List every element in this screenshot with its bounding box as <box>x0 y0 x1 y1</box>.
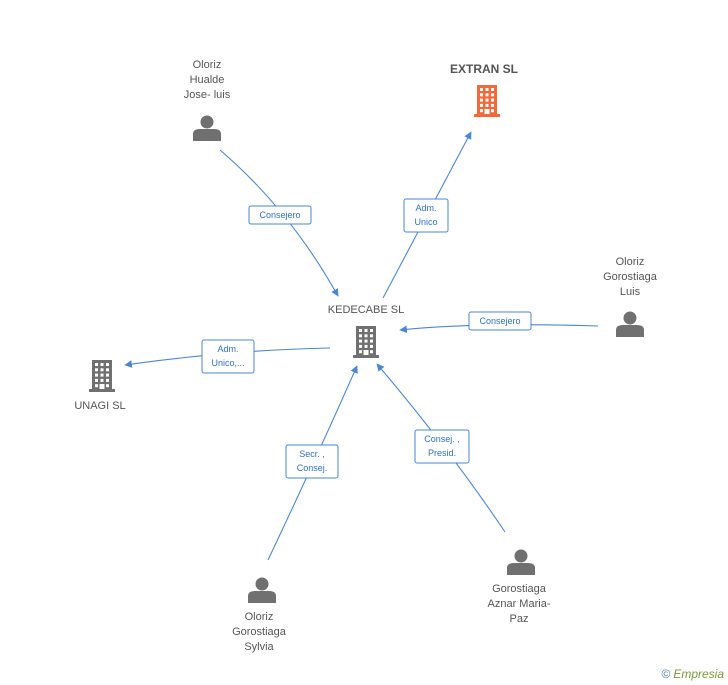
empresia-logo: ©Empresia <box>661 667 724 681</box>
edge-label-box[interactable] <box>414 429 470 464</box>
node-label: Aznar Maria- <box>488 598 551 610</box>
edge-label-text: Consej. <box>297 463 328 473</box>
node-label: Oloriz <box>245 611 274 623</box>
node-unagi[interactable]: UNAGI SL <box>74 360 126 412</box>
node-label: Oloriz <box>193 59 222 71</box>
edge-label-text: Adm. <box>217 344 238 354</box>
node-label: Paz <box>510 613 529 625</box>
edge-kedecabe-to-extran: Adm. Unico <box>382 131 472 299</box>
person-icon <box>507 549 535 575</box>
building-icon <box>89 360 115 392</box>
node-label: Oloriz <box>616 256 645 268</box>
brand-name: Empresia <box>673 667 724 681</box>
node-label: Gorostiaga <box>232 626 287 638</box>
building-icon <box>474 85 500 117</box>
person-icon <box>616 311 644 337</box>
edge-label-box[interactable] <box>403 198 449 233</box>
edge-hualde-to-kedecabe: Consejero <box>219 149 339 297</box>
person-icon <box>193 115 221 141</box>
building-icon <box>353 326 379 358</box>
node-label: Hualde <box>190 74 225 86</box>
node-label: Luis <box>620 286 641 298</box>
edge-label-box[interactable] <box>248 205 312 225</box>
edge-label-text: Consej. , <box>424 434 460 444</box>
node-label: UNAGI SL <box>74 400 125 412</box>
edge-mariapaz-to-kedecabe: Consej. , Presid. <box>376 363 506 533</box>
copyright-icon: © <box>661 667 671 681</box>
node-label: EXTRAN SL <box>450 62 518 76</box>
edge-label-text: Consejero <box>259 210 300 220</box>
edge-kedecabe-to-unagi: Adm. Unico,... <box>124 339 331 374</box>
node-label: KEDECABE SL <box>328 304 404 316</box>
edge-label-text: Secr. , <box>299 449 325 459</box>
edge-sylvia-to-kedecabe: Secr. , Consej. <box>267 365 358 561</box>
edge-label-box[interactable] <box>285 444 339 479</box>
node-label: Gorostiaga <box>492 583 547 595</box>
node-label: Gorostiaga <box>603 271 658 283</box>
edge-label-text: Presid. <box>428 448 456 458</box>
edge-label-text: Adm. <box>415 203 436 213</box>
edge-label-text: Unico <box>414 217 437 227</box>
edge-label-box[interactable] <box>201 339 255 374</box>
node-label: Sylvia <box>244 641 274 653</box>
node-extran[interactable]: EXTRAN SL <box>450 62 518 117</box>
edge-label-box[interactable] <box>468 311 532 331</box>
person-icon <box>248 577 276 603</box>
edge-label-text: Consejero <box>479 316 520 326</box>
edge-luis-to-kedecabe: Consejero <box>399 311 599 334</box>
edge-label-text: Unico,... <box>211 358 244 368</box>
node-kedecabe[interactable]: KEDECABE SL <box>328 304 404 358</box>
node-label: Jose- luis <box>184 89 231 101</box>
